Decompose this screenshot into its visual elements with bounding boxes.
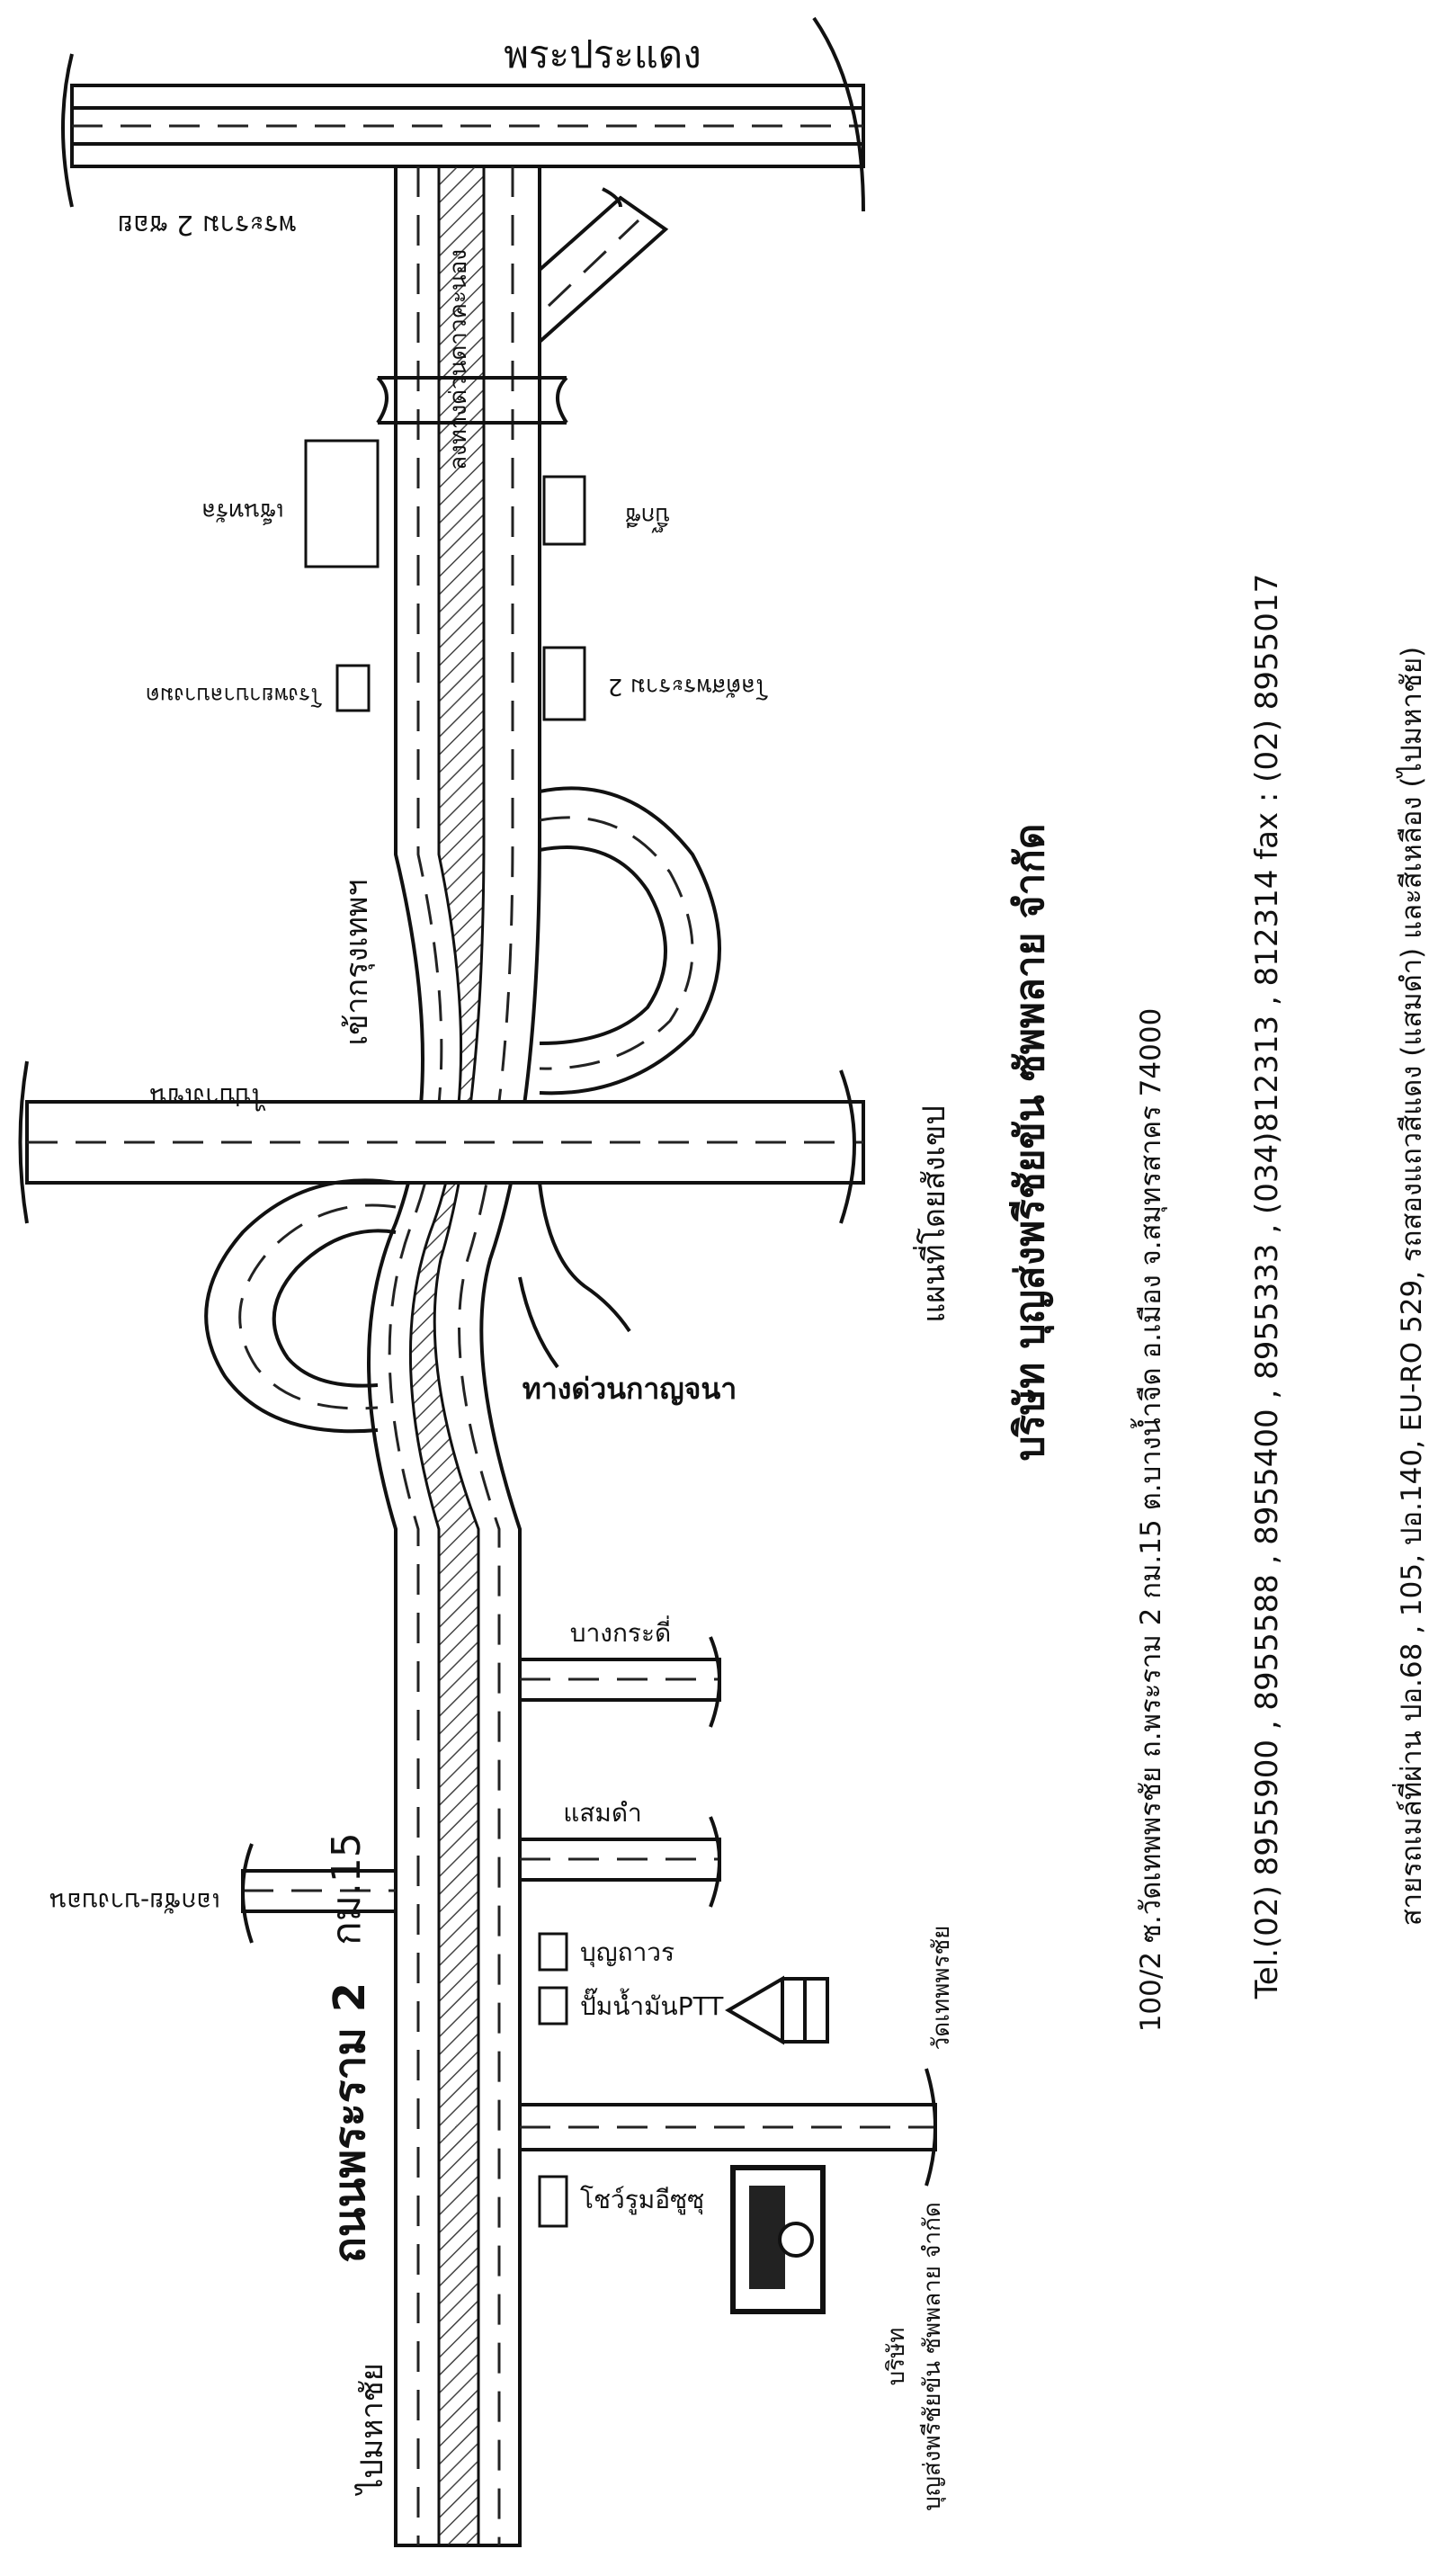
bld-isuzu xyxy=(538,2175,568,2228)
road-cross-main xyxy=(18,1060,865,1224)
label-soi-rama2: พระราม 2 ซอย xyxy=(118,209,297,240)
ramp-kanchana xyxy=(518,1182,631,1369)
road-samae-dam xyxy=(518,1816,721,1908)
company-name: บริษัท บุญส่งพรีชัยขัน ซัพพลาย จำกัด xyxy=(1007,824,1055,1462)
temple-icon xyxy=(725,1975,829,2045)
label-company-line1: บริษัท xyxy=(883,2328,910,2386)
bld-lotus xyxy=(542,646,586,721)
label-to-bangkhen: ไปบางเขน xyxy=(150,1082,266,1112)
bld-boonthaworn xyxy=(538,1932,568,1972)
road-rama-2 xyxy=(367,165,541,2547)
label-central: เซ็นทรัล xyxy=(201,497,283,526)
label-to-bangkok: เข้ากรุงเทพฯ xyxy=(339,880,375,1046)
label-samae-dam: แสมดำ xyxy=(563,1798,642,1828)
label-rama2-road: ถนนพระราม 2 xyxy=(325,1982,375,2263)
bld-ptt xyxy=(538,1986,568,2026)
label-bang-kradi: บางกระดี่ xyxy=(570,1615,671,1648)
cloverleaf-left xyxy=(204,1178,397,1434)
label-isuzu: โชว์รูมอีซูซุ xyxy=(580,2185,704,2215)
label-ekkachai: เอกชัย-บางบอน xyxy=(49,1887,220,1917)
bld-bangmod-hospital xyxy=(335,664,371,712)
label-big-c: บิ๊กซี xyxy=(625,502,670,533)
label-phra-pradaeng: พระประแดง xyxy=(504,32,701,76)
road-bang-kradi xyxy=(518,1636,721,1728)
company-address: 100/2 ซ.วัดเทพพรชัย ถ.พระราม 2 กม.15 ต.บ… xyxy=(1130,1008,1168,2033)
cloverleaf-right xyxy=(539,786,721,1096)
company-tel: Tel.(02) 8955900 , 8955588 , 8955400 , 8… xyxy=(1249,574,1285,1999)
ramp-northeast xyxy=(538,187,669,346)
road-ekkachai xyxy=(241,1843,397,1944)
label-wat-thep-phon-chai: วัดเทพพรชัย xyxy=(928,1926,955,2051)
label-to-mahachai: ไปมหาชัย xyxy=(354,2363,390,2497)
road-phra-pradaeng xyxy=(61,16,865,212)
bld-big-c xyxy=(542,475,586,546)
label-map-credit: แผนที่โดยสังเขป xyxy=(913,1105,952,1323)
label-km15: กม.15 xyxy=(324,1832,370,1945)
bld-central xyxy=(304,439,380,568)
label-kanchana: ทางด่วนกาญจนา xyxy=(523,1372,737,1406)
label-lotus: โลตัสพระราม 2 xyxy=(608,673,768,701)
road-wat-thep-phon-chai xyxy=(518,2068,937,2187)
label-company-line2: บุญส่งพรีชัยขัน ซัพพลาย จำกัด xyxy=(919,2202,946,2510)
label-ptt: ปั๊มน้ำมันPTT xyxy=(580,1988,724,2021)
expressway-overpass xyxy=(376,376,568,425)
label-expressway-exit: ลงทางด่วนดาวคะนอง xyxy=(445,249,472,470)
label-boonthaworn: บุญถาวร xyxy=(580,1937,674,1968)
company-bus: สายรถเมล์ที่ผ่าน ปอ.68 , 105, ปอ.140, EU… xyxy=(1392,647,1428,1927)
company-building xyxy=(730,2165,826,2314)
label-bangmod-hospital: โรงพยาบาลบางมด xyxy=(146,683,322,708)
